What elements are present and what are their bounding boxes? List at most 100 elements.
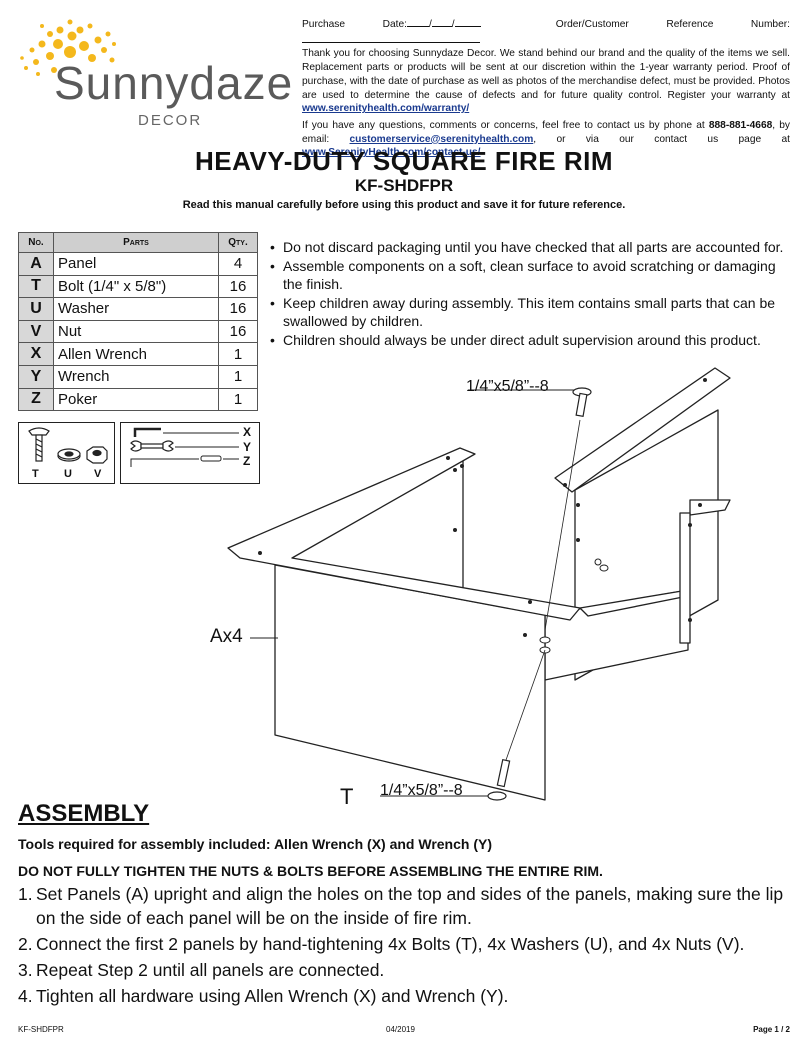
- assembly-diagram: 1/4”x5/8”--8 Ax4 T 1/4”x5/8”--8: [200, 350, 800, 810]
- part-code-cell: U: [18, 297, 54, 321]
- product-title: HEAVY-DUTY SQUARE FIRE RIM: [195, 146, 613, 176]
- step-text: Connect the first 2 panels by hand-tight…: [36, 934, 745, 954]
- purchase-date-label: Purchase Date:: [302, 19, 407, 30]
- purchase-date-day-field[interactable]: [431, 16, 452, 27]
- wrench-icon: [130, 440, 174, 452]
- part-name-cell: Nut: [53, 319, 219, 344]
- step-item: 1.Set Panels (A) upright and align the h…: [18, 882, 793, 930]
- part-code-cell: V: [18, 319, 54, 344]
- logo-brand-text: Sunnydaze: [54, 57, 294, 109]
- bullet-item: Assemble components on a soft, clean sur…: [270, 257, 792, 293]
- label-v: V: [94, 468, 102, 480]
- warranty-link[interactable]: www.serenityhealth.com/warranty/: [302, 103, 470, 115]
- purchase-date-year-field[interactable]: [454, 16, 481, 27]
- allen-wrench-icon: [133, 427, 161, 437]
- bottom-bolt-icon: [487, 758, 511, 801]
- part-code-cell: T: [18, 274, 54, 299]
- label-x: X: [243, 425, 252, 439]
- bullet-item: Children should always be under direct a…: [270, 331, 792, 349]
- bolt-icon: [28, 427, 50, 462]
- label-z: Z: [243, 454, 251, 468]
- footer-date: 04/2019: [386, 1025, 415, 1034]
- bullet-item: Keep children away during assembly. This…: [270, 294, 792, 330]
- step-text: Repeat Step 2 until all panels are conne…: [36, 960, 385, 980]
- step-number: 3.: [18, 960, 33, 980]
- part-qty-cell: 16: [218, 274, 258, 299]
- top-bolt-icon: [572, 387, 592, 418]
- bullet-item: Do not discard packaging until you have …: [270, 238, 792, 256]
- part-name-cell: Washer: [53, 297, 219, 321]
- tools-illustration: [130, 427, 239, 467]
- part-code-cell: Y: [18, 364, 54, 389]
- step-text: Tighten all hardware using Allen Wrench …: [36, 986, 509, 1006]
- step-item: 3.Repeat Step 2 until all panels are con…: [18, 958, 793, 982]
- footer-page-number: Page 1 / 2: [753, 1025, 790, 1034]
- callout-top-bolt: 1/4”x5/8”--8: [466, 378, 549, 395]
- header-info: Purchase Date:// Order/Customer Referenc…: [302, 16, 790, 160]
- sun-dots-icon: [20, 19, 116, 76]
- assembly-heading: ASSEMBLY: [18, 800, 150, 827]
- assembly-steps: 1.Set Panels (A) upright and align the h…: [18, 882, 793, 1010]
- step-text: Set Panels (A) upright and align the hol…: [36, 884, 784, 928]
- email-link[interactable]: customerservice@serenityhealth.com: [349, 133, 534, 145]
- label-t: T: [32, 468, 39, 480]
- order-ref-field[interactable]: [302, 32, 480, 43]
- read-manual-note: Read this manual carefully before using …: [182, 199, 626, 211]
- step-item: 4.Tighten all hardware using Allen Wrenc…: [18, 984, 793, 1008]
- contact-text-1: If you have any questions, comments or c…: [302, 119, 705, 131]
- part-name-cell: Allen Wrench: [53, 342, 219, 366]
- parts-table-header: No. Parts Qty.: [18, 232, 258, 253]
- part-qty-cell: 16: [218, 319, 258, 344]
- contact-text-2: , by email:: [302, 119, 790, 145]
- purchase-date-month-field[interactable]: [406, 16, 429, 27]
- phone-number: 888-881-4668: [708, 119, 773, 131]
- part-code-cell: Z: [18, 387, 54, 412]
- col-no-header: No.: [18, 232, 54, 253]
- poker-icon: [130, 455, 222, 467]
- order-ref-label: Order/Customer Reference Number:: [555, 19, 790, 30]
- label-y: Y: [243, 440, 252, 454]
- part-name-cell: Panel: [53, 252, 219, 276]
- part-name-cell: Bolt (1/4" x 5/8"): [53, 274, 219, 299]
- hardware-box-tools: X Y Z: [120, 422, 260, 484]
- part-code-cell: A: [18, 252, 54, 276]
- callout-bottom-letter: T: [340, 784, 354, 809]
- col-qty-header: Qty.: [218, 232, 258, 253]
- part-name-cell: Poker: [53, 387, 219, 412]
- washer-icon: [57, 448, 81, 462]
- step-number: 2.: [18, 934, 33, 954]
- callout-panel: Ax4: [210, 626, 243, 647]
- safety-bullets: Do not discard packaging until you have …: [270, 238, 792, 350]
- label-u: U: [64, 468, 72, 480]
- contact-us-link[interactable]: www.SerenityHealth.com/contact-us/: [302, 147, 481, 159]
- brand-logo: Sunnydaze DECOR: [14, 16, 299, 136]
- col-parts-header: Parts: [53, 232, 219, 253]
- fire-rim-illustration: [227, 367, 731, 801]
- purchase-line: Purchase Date:// Order/Customer Referenc…: [302, 16, 790, 47]
- step-number: 4.: [18, 986, 33, 1006]
- tools-note: Tools required for assembly included: Al…: [18, 836, 492, 852]
- warranty-text: Thank you for choosing Sunnydaze Decor. …: [302, 48, 790, 101]
- step-number: 1.: [18, 884, 33, 904]
- part-qty-cell: 16: [218, 297, 258, 321]
- part-qty-cell: 4: [218, 252, 258, 276]
- hardware-box-fasteners: T U V: [18, 422, 115, 484]
- part-name-cell: Wrench: [53, 364, 219, 389]
- callout-bottom-bolt: 1/4”x5/8”--8: [380, 782, 463, 799]
- part-code-cell: X: [18, 342, 54, 366]
- footer-model: KF-SHDFPR: [18, 1025, 64, 1034]
- tighten-warning: DO NOT FULLY TIGHTEN THE NUTS & BOLTS BE…: [18, 863, 603, 879]
- contact-text-3: , or via our contact us page at: [533, 133, 790, 145]
- part-qty-cell: 1: [218, 387, 258, 412]
- model-number: KF-SHDFPR: [354, 176, 454, 195]
- logo-sub-text: DECOR: [138, 112, 203, 129]
- fasteners-illustration: [28, 427, 108, 464]
- step-item: 2.Connect the first 2 panels by hand-tig…: [18, 932, 793, 956]
